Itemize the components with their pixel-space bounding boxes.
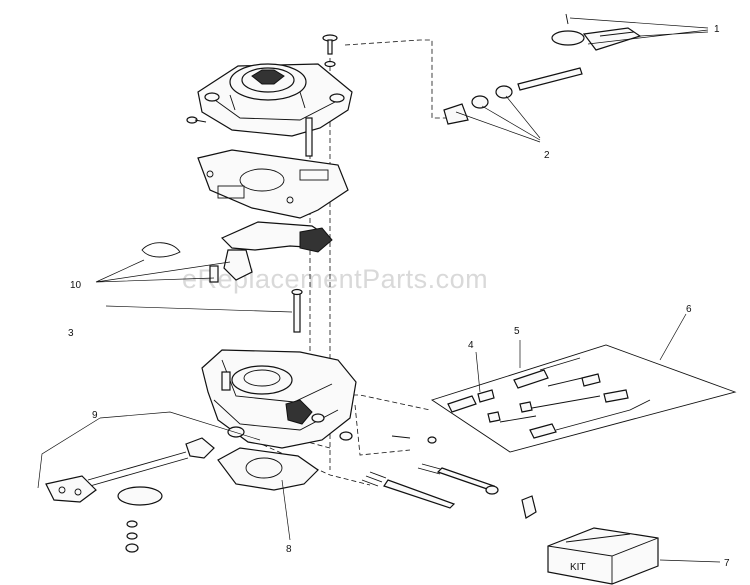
lower-carburetor-body xyxy=(201,349,357,449)
callout-3: 3 xyxy=(68,328,74,339)
side-screw xyxy=(186,116,207,124)
callout-6: 6 xyxy=(686,304,692,315)
throttle-shaft-assembly xyxy=(45,437,215,553)
leader-lines xyxy=(37,17,721,563)
callout-9: 9 xyxy=(92,410,98,421)
callout-numbers: 1 2 3 4 5 6 7 8 9 10 xyxy=(68,24,730,569)
callout-4: 4 xyxy=(468,340,474,351)
kit-box: KIT xyxy=(547,527,659,585)
choke-linkage xyxy=(443,13,642,125)
throttle-gasket xyxy=(217,447,319,491)
callout-5: 5 xyxy=(514,326,520,337)
callout-1: 1 xyxy=(714,24,720,35)
jet-pin xyxy=(291,288,303,333)
callout-10: 10 xyxy=(70,280,82,291)
top-screw xyxy=(322,34,338,68)
gasket-plate xyxy=(197,149,349,219)
float-assembly xyxy=(141,221,333,283)
callout-8: 8 xyxy=(286,544,292,555)
upper-carburetor-body xyxy=(197,63,353,157)
jet-kit-group xyxy=(430,344,737,453)
callout-7: 7 xyxy=(724,558,730,569)
mixture-screws xyxy=(339,431,537,519)
kit-box-label: KIT xyxy=(570,562,586,573)
callout-2: 2 xyxy=(544,150,550,161)
